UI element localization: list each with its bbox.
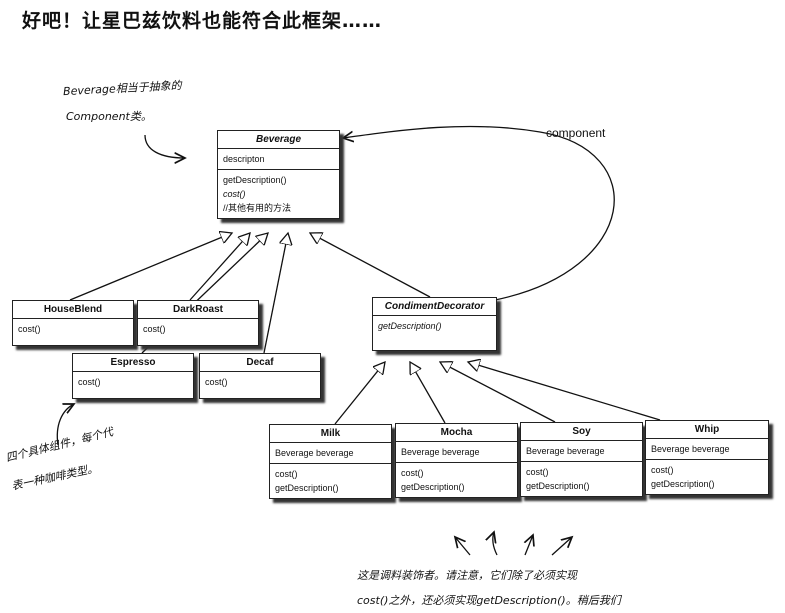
class-field: Beverage beverage bbox=[526, 446, 605, 456]
class-name: Mocha bbox=[396, 424, 517, 442]
class-condiment-decorator: CondimentDecorator getDescription() bbox=[372, 297, 497, 351]
class-method: getDescription() bbox=[275, 483, 339, 493]
class-darkroast: DarkRoast cost() bbox=[137, 300, 259, 346]
class-field: Beverage beverage bbox=[651, 444, 730, 454]
decorator-note: 这是调料装饰者。请注意，它们除了必须实现 bbox=[357, 569, 577, 582]
class-name: DarkRoast bbox=[138, 301, 258, 319]
class-name: Espresso bbox=[73, 354, 193, 372]
class-method: cost() bbox=[205, 377, 228, 387]
class-method: cost() bbox=[143, 324, 166, 334]
class-soy: Soy Beverage beverage cost() getDescripti… bbox=[520, 422, 643, 497]
class-method: cost() bbox=[78, 377, 101, 387]
inherit-darkroast bbox=[189, 233, 250, 301]
class-field: Beverage beverage bbox=[275, 448, 354, 458]
class-name: Whip bbox=[646, 421, 768, 439]
class-method: cost() bbox=[651, 465, 674, 475]
class-method: cost() bbox=[223, 189, 246, 199]
inherit-condiment bbox=[310, 233, 431, 298]
class-milk: Milk Beverage beverage cost() getDescript… bbox=[269, 424, 392, 499]
class-method: cost() bbox=[18, 324, 41, 334]
class-espresso: Espresso cost() bbox=[72, 353, 194, 399]
note-arrow-concrete bbox=[56, 404, 74, 446]
class-method: getDescription() bbox=[223, 175, 287, 185]
class-method: cost() bbox=[526, 467, 549, 477]
class-method: cost() bbox=[275, 469, 298, 479]
component-note: Component类。 bbox=[66, 110, 152, 123]
component-association bbox=[343, 125, 615, 301]
class-method: getDescription() bbox=[526, 481, 590, 491]
inherit-mocha bbox=[410, 362, 446, 424]
class-method: cost() bbox=[401, 468, 424, 478]
class-name: CondimentDecorator bbox=[373, 298, 496, 316]
class-name: Soy bbox=[521, 423, 642, 441]
page-title: 好吧！让星巴兹饮料也能符合此框架…… bbox=[22, 10, 383, 32]
inherit-milk bbox=[334, 362, 385, 425]
class-method: getDescription() bbox=[401, 482, 465, 492]
class-field: descripton bbox=[223, 154, 265, 164]
inherit-whip bbox=[468, 362, 661, 421]
class-method: getDescription() bbox=[651, 479, 715, 489]
class-method: //其他有用的方法 bbox=[223, 203, 292, 213]
inherit-decaf bbox=[263, 233, 288, 354]
inherit-houseblend bbox=[69, 233, 232, 301]
class-decaf: Decaf cost() bbox=[199, 353, 321, 399]
class-name: Beverage bbox=[218, 131, 339, 149]
note-arrow-beverage bbox=[144, 134, 185, 158]
class-name: HouseBlend bbox=[13, 301, 133, 319]
component-label: component bbox=[546, 126, 606, 140]
class-beverage: Beverage descripton getDescription() cos… bbox=[217, 130, 340, 219]
class-name: Decaf bbox=[200, 354, 320, 372]
class-field: Beverage beverage bbox=[401, 447, 480, 457]
class-whip: Whip Beverage beverage cost() getDescript… bbox=[645, 420, 769, 495]
class-name: Milk bbox=[270, 425, 391, 443]
inherit-soy bbox=[440, 362, 556, 423]
class-mocha: Mocha Beverage beverage cost() getDescrip… bbox=[395, 423, 518, 498]
class-method: getDescription() bbox=[378, 321, 442, 331]
decorator-note: cost()之外，还必须实现getDescription()。稍后我们 bbox=[357, 594, 621, 607]
class-houseblend: HouseBlend cost() bbox=[12, 300, 134, 346]
